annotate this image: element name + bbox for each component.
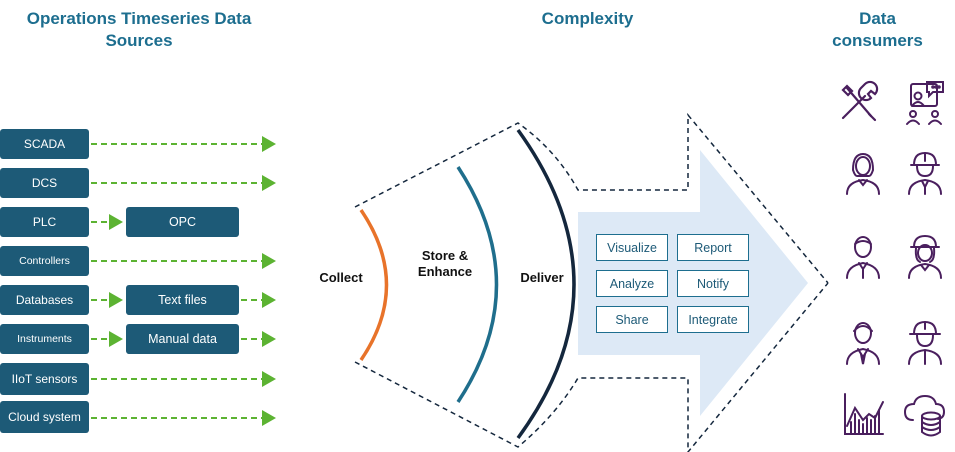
store-arc [456,166,499,403]
source-iiot-sensors: IIoT sensors [0,363,89,395]
intermediate-manual-data: Manual data [126,324,239,354]
intermediate-text-files: Text files [126,285,239,315]
sources-heading: Operations Timeseries Data Sources [26,9,252,50]
engineer-hardhat-icon [901,148,949,196]
stage-deliver: Deliver [520,270,564,285]
intermediate-opc: OPC [126,207,239,237]
source-cloud-system: Cloud system [0,401,89,433]
capability-notify: Notify [677,270,749,297]
stage-store-text: Store & Enhance [417,248,473,279]
funnel-outline-bottom [354,282,829,452]
woman-icon [839,148,887,196]
worker-hardhat-icon [901,318,949,366]
consumers-heading: Data consumers [832,9,923,50]
chart-icon [839,390,887,438]
stage-store-enhance: Store & Enhance [405,248,485,280]
man-icon [839,232,887,280]
funnel-outline-top [354,112,829,284]
capability-share: Share [596,306,668,333]
businessman-icon [839,318,887,366]
presentation-icon [901,78,949,126]
collect-arc [359,209,389,361]
female-worker-hardhat-icon [901,232,949,280]
capability-analyze: Analyze [596,270,668,297]
source-dcs: DCS [0,168,89,198]
cloud-database-icon [901,390,949,438]
source-databases: Databases [0,285,89,315]
deliver-arc [516,128,576,440]
capability-integrate: Integrate [677,306,749,333]
source-instruments: Instruments [0,324,89,354]
capability-report: Report [677,234,749,261]
source-controllers: Controllers [0,246,89,276]
stage-collect: Collect [319,270,363,285]
source-plc: PLC [0,207,89,237]
tools-icon [835,78,883,126]
capability-visualize: Visualize [596,234,668,261]
complexity-heading: Complexity [541,9,634,28]
source-scada: SCADA [0,129,89,159]
